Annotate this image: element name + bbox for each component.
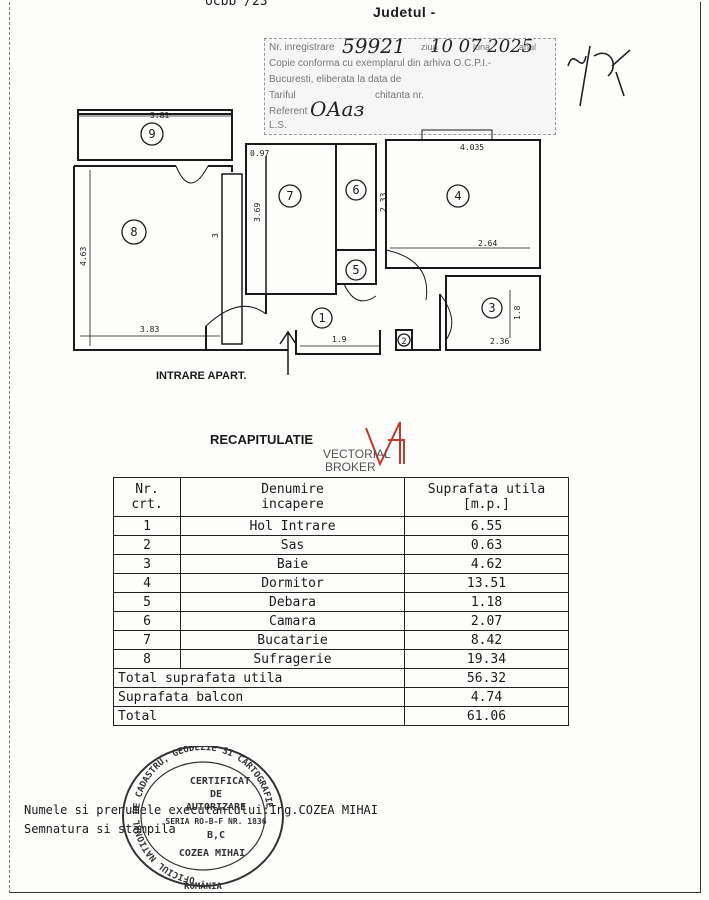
dim-bedroom-width: 4.035 xyxy=(460,143,484,152)
room-number-7: 7 xyxy=(286,189,293,203)
seal-country: ROMÂNIA xyxy=(184,880,223,892)
official-seal: OFICIUL NATIONAL DE CADASTRU, GEODEZIE S… xyxy=(122,746,284,892)
executant-name: Numele si prenumele executantului:Ing.CO… xyxy=(24,803,379,817)
dim-kitchen-depth: 3.69 xyxy=(253,203,262,222)
seal-autorizare: AUTORIZARE xyxy=(186,802,246,813)
entrance-label: INTRARE APART. xyxy=(156,370,247,382)
room-number-2: 2 xyxy=(401,337,406,347)
room-2-walls xyxy=(395,329,413,351)
dim-pantry: 2.33 xyxy=(379,193,388,212)
room-number-3: 3 xyxy=(488,301,495,315)
stamp-line-chitanta: chitanta nr. xyxy=(375,90,424,101)
broker-watermark-line1: VECTORIAL xyxy=(323,447,391,461)
stamp-inline-month: luna xyxy=(473,42,491,52)
dim-living-depth: 4.63 xyxy=(79,247,88,266)
floor-plan: 3.81 4.63 3.83 3 0.97 3.69 2.33 4.035 2.… xyxy=(73,109,541,375)
stamp-line-tariff: Tariful xyxy=(269,90,296,101)
seal-de: DE xyxy=(210,789,222,800)
room-number-5: 5 xyxy=(352,263,359,277)
stamp-line-copy: Copie conforma cu exemplarul din arhiva … xyxy=(269,58,492,69)
dim-balcony-width: 3.81 xyxy=(150,111,169,120)
dim-wall-3: 3 xyxy=(211,233,220,238)
page-border xyxy=(9,2,701,893)
handwritten-date: 10 07 2025 xyxy=(430,36,534,57)
registry-stamp: Nr. inregistrare ziua luna anul Copie co… xyxy=(264,38,556,135)
stamp-line-issued: Bucuresti, eliberata la data de xyxy=(269,74,402,85)
stamp-line-referent: Referent xyxy=(269,106,308,117)
dim-bath-width: 2.36 xyxy=(490,337,509,346)
stamp-inline-day: ziua xyxy=(421,42,438,52)
room-number-1: 1 xyxy=(318,311,325,325)
dim-kitchen-door: 0.97 xyxy=(250,149,269,158)
seal-ring-text: OFICIUL NATIONAL DE CADASTRU, GEODEZIE S… xyxy=(132,746,274,884)
stamp-line-ls: L.S. xyxy=(269,120,287,131)
room-number-6: 6 xyxy=(352,183,359,197)
dim-bedroom-inner: 2.64 xyxy=(478,239,497,248)
handwritten-signature xyxy=(567,45,631,107)
rooms-5-6-walls xyxy=(335,143,377,285)
dim-living-width: 3.83 xyxy=(140,325,159,334)
seal-bc: B,C xyxy=(207,830,225,841)
room-1-walls xyxy=(205,294,441,355)
county-label: Judetul - xyxy=(373,4,436,20)
room-number-9: 9 xyxy=(148,127,155,141)
room-4-walls xyxy=(385,139,541,269)
stamp-line-registration: Nr. inregistrare xyxy=(269,42,335,53)
header-nr: Nr.crt. xyxy=(113,477,181,517)
seal-certificat: CERTIFICAT xyxy=(190,776,250,787)
dim-bath-depth: 1.8 xyxy=(513,305,522,320)
svg-text:OFICIUL NATIONAL DE CADASTRU,: OFICIUL NATIONAL DE CADASTRU, GEODEZIE S… xyxy=(132,746,274,884)
room-number-8: 8 xyxy=(130,225,137,239)
dim-hall-width: 1.9 xyxy=(332,335,347,344)
room-number-4: 4 xyxy=(454,189,461,203)
broker-logo xyxy=(365,421,405,467)
broker-watermark-line2: BROKER xyxy=(325,460,376,474)
room-3-walls xyxy=(445,275,541,351)
room-8-walls xyxy=(73,165,288,351)
header-fragment: ocbb /23 xyxy=(205,0,268,9)
handwritten-registration-number: 59921 xyxy=(342,34,406,58)
header-area: Suprafata utila[m.p.] xyxy=(404,477,569,517)
room-9-balcony xyxy=(77,109,233,161)
recap-title: RECAPITULATIE xyxy=(210,432,314,447)
signature-line: Semnatura si stampila xyxy=(24,822,176,836)
broker-watermark: VECTORIAL BROKER xyxy=(323,448,391,474)
seal-serie: SERIA RO-B-F NR. 1836 xyxy=(165,817,266,826)
seal-holder: COZEA MIHAI xyxy=(179,848,245,859)
stamp-inline-year: anul xyxy=(519,42,537,52)
handwritten-referent-mark: ОАаз xyxy=(310,97,365,121)
